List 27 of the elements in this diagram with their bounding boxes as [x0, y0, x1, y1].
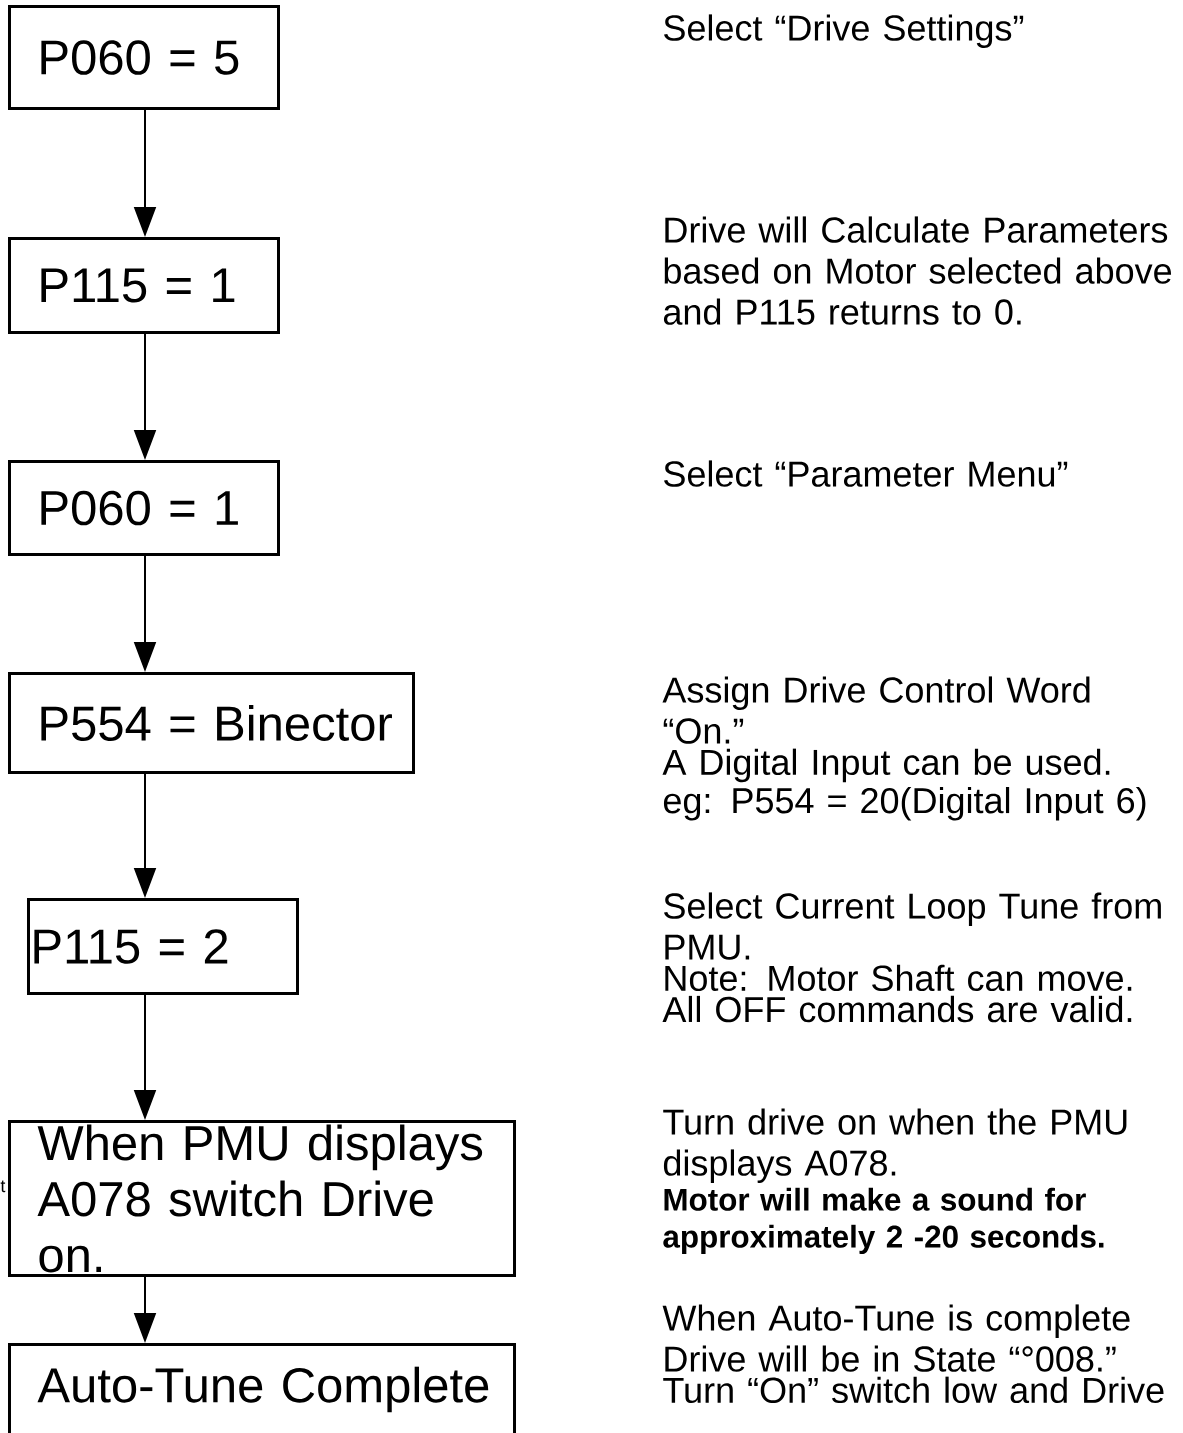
process-box [8, 460, 280, 556]
step-description: eg: P554 = 20(Digital Input 6) [663, 787, 1146, 821]
step-description: Turn “On” switch low and Drive [663, 1376, 1164, 1404]
step-description: Select Current Loop Tune from PMU. [664, 892, 1161, 960]
step-description: Assign Drive Control Word “On.” [662, 676, 1090, 744]
step-text: P060 = 5 [41, 40, 239, 75]
step-description: Drive will Calculate Parameters based on Motor selected above and P115 returns to 0. [663, 216, 1172, 325]
warning-note: Motor will make a sound for approximately 2 -20 seconds. [663, 1187, 1104, 1255]
step-description: Select “Drive Settings” [664, 14, 1024, 48]
process-box [8, 672, 415, 774]
step-description: All OFF commands are valid. [662, 995, 1132, 1023]
process-box [8, 1120, 516, 1277]
step-text: P115 = 2 [34, 929, 228, 964]
step-text: P115 = 1 [41, 268, 235, 303]
process-box [8, 237, 280, 334]
process-box [8, 5, 280, 110]
step-text: P060 = 1 [41, 490, 238, 526]
step-text: P554 = Binector [41, 705, 392, 741]
step-description: A Digital Input can be used. [662, 748, 1110, 783]
process-box [8, 1343, 516, 1433]
step-description: Note: Motor Shaft can move. [665, 964, 1132, 992]
process-box [27, 898, 299, 995]
step-description: When Auto-Tune is complete Drive will be in State “°008.” [662, 1304, 1130, 1372]
step-description: Turn drive on when the PMU displays A078. [663, 1108, 1127, 1183]
step-text: When PMU displays A078 switch Drive on. [37, 1124, 483, 1273]
step-description: Select “Parameter Menu” [664, 460, 1068, 487]
step-text: Auto-Tune Complete [37, 1366, 489, 1413]
